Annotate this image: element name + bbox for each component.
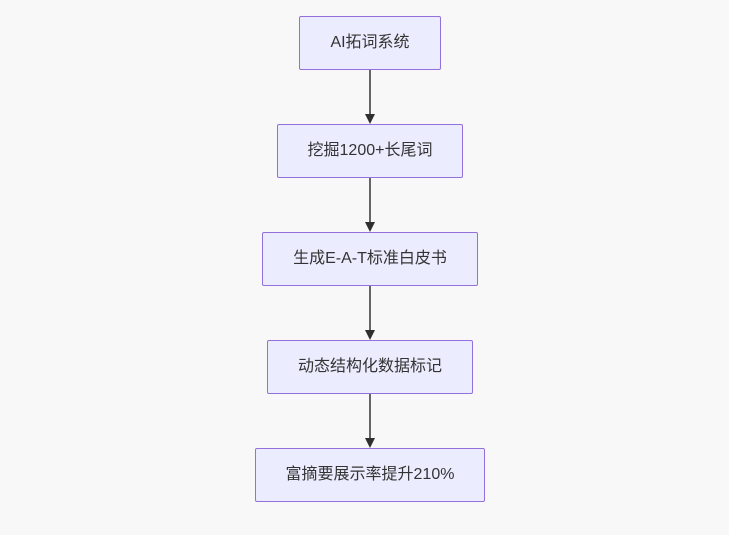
- node-label: AI拓词系统: [330, 34, 410, 52]
- edge-connector-4: [363, 394, 377, 448]
- flowchart: AI拓词系统 挖掘1200+长尾词 生成E-A-T标准白皮书 动态结构化数据标记: [11, 0, 729, 502]
- flowchart-node-step-3: 生成E-A-T标准白皮书: [262, 232, 478, 286]
- flowchart-node-step-5: 富摘要展示率提升210%: [254, 448, 486, 502]
- node-label: 挖掘1200+长尾词: [307, 142, 433, 160]
- node-label: 动态结构化数据标记: [297, 358, 442, 376]
- edge-line: [369, 70, 371, 122]
- node-label: 生成E-A-T标准白皮书: [293, 250, 447, 268]
- edge-line: [369, 394, 371, 446]
- arrow-down-icon: [365, 438, 375, 448]
- flowchart-node-step-4: 动态结构化数据标记: [266, 340, 473, 394]
- edge-line: [369, 178, 371, 230]
- edge-connector-2: [363, 178, 377, 232]
- edge-connector-3: [363, 286, 377, 340]
- arrow-down-icon: [365, 222, 375, 232]
- flowchart-node-step-1: AI拓词系统: [299, 16, 441, 70]
- arrow-down-icon: [365, 114, 375, 124]
- node-label: 富摘要展示率提升210%: [285, 466, 455, 484]
- edge-line: [369, 286, 371, 338]
- edge-connector-1: [363, 70, 377, 124]
- flowchart-node-step-2: 挖掘1200+长尾词: [276, 124, 464, 178]
- arrow-down-icon: [365, 330, 375, 340]
